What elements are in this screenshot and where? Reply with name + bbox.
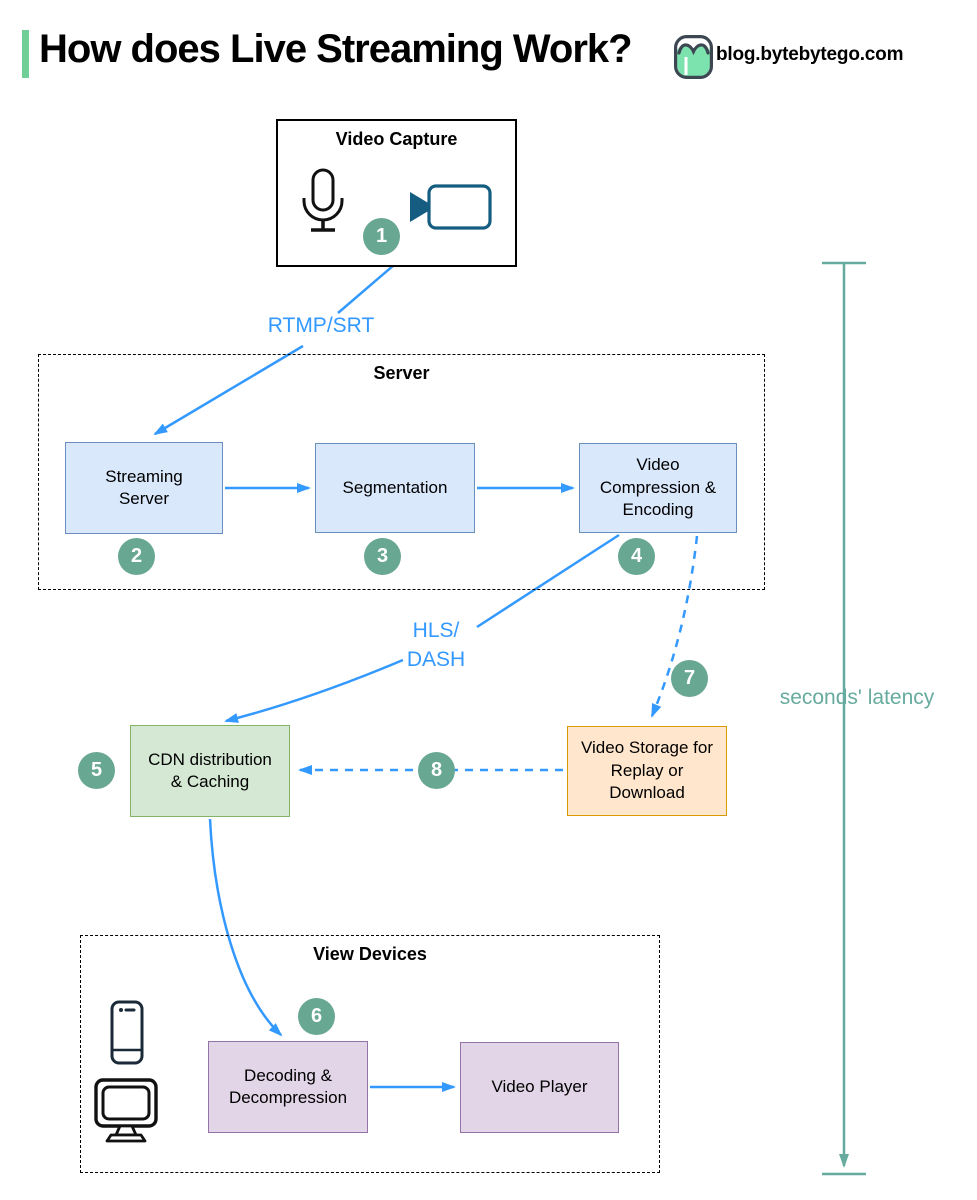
title-accent-bar bbox=[22, 30, 29, 78]
video-capture-label: Video Capture bbox=[335, 129, 458, 149]
rtmp-srt-label: RTMP/SRT bbox=[267, 314, 375, 337]
step-badge-6: 6 bbox=[298, 998, 335, 1035]
node-decoding: Decoding & Decompression bbox=[208, 1041, 368, 1133]
brand-text: blog.bytebytego.com bbox=[716, 44, 904, 65]
node-cdn: CDN distribution & Caching bbox=[130, 725, 290, 817]
step-badge-2: 2 bbox=[118, 538, 155, 575]
step-badge-3: 3 bbox=[364, 538, 401, 575]
latency-label: seconds' latency bbox=[779, 686, 935, 709]
hls-label-line2: DASH bbox=[406, 648, 466, 671]
desktop-monitor-icon bbox=[94, 1078, 158, 1143]
hls-label-line1: HLS/ bbox=[412, 619, 460, 642]
step-badge-4: 4 bbox=[618, 538, 655, 575]
node-video-compression: Video Compression & Encoding bbox=[579, 443, 737, 533]
view-devices-group-box: View Devices bbox=[80, 935, 660, 1173]
node-streaming-server: Streaming Server bbox=[65, 442, 223, 534]
microphone-icon bbox=[302, 168, 344, 232]
view-devices-group-label: View Devices bbox=[313, 944, 427, 964]
node-video-player: Video Player bbox=[460, 1042, 619, 1133]
video-camera-icon bbox=[410, 184, 492, 230]
bytebytego-logo-icon bbox=[674, 35, 713, 79]
node-video-storage: Video Storage for Replay or Download bbox=[567, 726, 727, 816]
server-group-label: Server bbox=[373, 363, 430, 383]
step-badge-5: 5 bbox=[78, 752, 115, 789]
arrow-rtmp-upper bbox=[337, 264, 395, 314]
step-badge-1: 1 bbox=[363, 218, 400, 255]
step-badge-7: 7 bbox=[671, 660, 708, 697]
page-title: How does Live Streaming Work? bbox=[39, 27, 633, 71]
node-segmentation: Segmentation bbox=[315, 443, 475, 533]
hls-dash-label: HLS/ DASH bbox=[390, 616, 482, 674]
smartphone-icon bbox=[110, 1000, 144, 1065]
server-group-box: Server bbox=[38, 354, 765, 590]
step-badge-8: 8 bbox=[418, 752, 455, 789]
arrow-hls-to-cdn bbox=[224, 658, 404, 723]
